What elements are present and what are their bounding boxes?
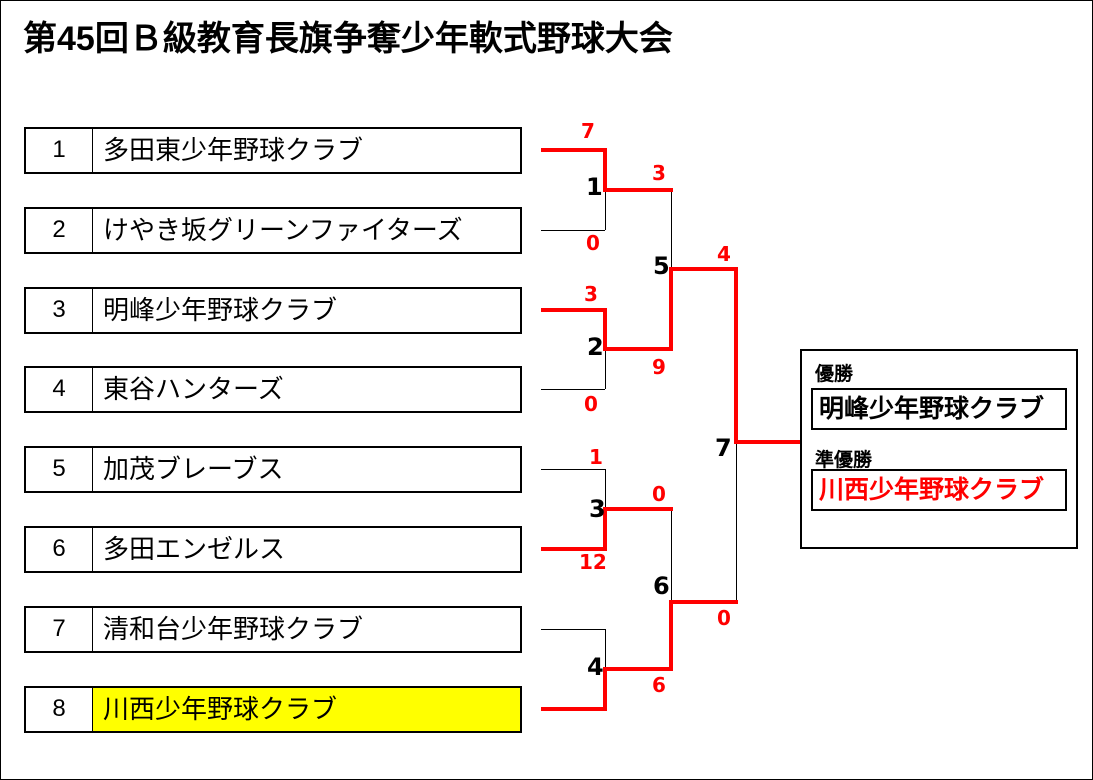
bracket-line-team5-drop — [605, 469, 606, 507]
score-match2-top: 3 — [584, 282, 598, 306]
match-number-1: 1 — [586, 173, 603, 201]
bracket-line-team1-drop — [603, 148, 607, 192]
bracket-line-match5-rise — [669, 267, 673, 351]
score-final-top: 4 — [717, 242, 731, 266]
bracket-line-team1 — [541, 148, 607, 152]
team-seed: 6 — [26, 528, 93, 571]
bracket-line-match6-rise — [669, 600, 673, 671]
score-match2-bottom: 0 — [584, 392, 598, 416]
team-seed: 4 — [26, 368, 93, 411]
bracket-line-team4-rise — [605, 351, 606, 389]
bracket-line-team6-rise — [603, 507, 607, 551]
bracket-line-team2 — [541, 230, 605, 231]
bracket-line-match1-winner — [603, 188, 673, 192]
runner-up-label: 準優勝 — [815, 450, 873, 471]
team-seed: 2 — [26, 209, 93, 252]
team-seed: 5 — [26, 448, 93, 491]
team-row-1: 1 多田東少年野球クラブ — [24, 127, 522, 174]
score-match1-top: 7 — [581, 119, 595, 143]
bracket-line-team3-drop — [603, 308, 607, 351]
team-name: けやき坂グリーンファイターズ — [103, 215, 463, 245]
bracket-line-team3 — [541, 308, 607, 312]
page-title: 第45回Ｂ級教育長旗争奪少年軟式野球大会 — [23, 20, 673, 58]
team-row-2: 2 けやき坂グリーンファイターズ — [24, 207, 522, 254]
bracket-line-match3-winner — [603, 507, 673, 511]
team-seed: 1 — [26, 129, 93, 172]
match-number-3: 3 — [589, 495, 606, 523]
bracket-line-match6-winner — [669, 600, 738, 604]
bracket-line-final-loser-drop — [736, 444, 737, 600]
score-match5-bottom: 9 — [652, 355, 666, 379]
score-match5-top: 3 — [652, 161, 666, 185]
team-name: 多田エンゼルス — [103, 534, 286, 564]
score-final-bottom: 0 — [717, 606, 731, 630]
runner-up-name-box: 川西少年野球クラブ — [811, 469, 1067, 511]
champion-name-box: 明峰少年野球クラブ — [811, 388, 1067, 430]
score-match1-bottom: 0 — [586, 231, 600, 255]
team-row-7: 7 清和台少年野球クラブ — [24, 606, 522, 653]
results-panel: 優勝 明峰少年野球クラブ 準優勝 川西少年野球クラブ — [800, 349, 1078, 549]
match-number-5: 5 — [653, 252, 670, 280]
team-name: 加茂ブレーブス — [103, 454, 284, 484]
bracket-line-team4 — [541, 389, 605, 390]
team-name: 清和台少年野球クラブ — [103, 614, 364, 644]
team-row-4: 4 東谷ハンターズ — [24, 366, 522, 413]
bracket-line-match4-winner — [603, 667, 673, 671]
team-row-3: 3 明峰少年野球クラブ — [24, 287, 522, 334]
bracket-line-match5-winner — [669, 267, 738, 271]
team-name: 多田東少年野球クラブ — [103, 135, 364, 165]
team-row-5: 5 加茂ブレーブス — [24, 446, 522, 493]
bracket-line-team8-rise — [603, 667, 607, 711]
match-number-2: 2 — [587, 333, 604, 361]
bracket-line-match2-winner — [603, 347, 673, 351]
bracket-line-final-drop — [734, 267, 738, 444]
bracket-line-team2-rise — [605, 192, 606, 230]
score-match3-top: 1 — [589, 445, 603, 469]
match-number-7: 7 — [715, 434, 732, 462]
bracket-line-match5-loser-drop — [671, 192, 672, 267]
team-seed: 7 — [26, 608, 93, 651]
bracket-line-team6 — [541, 547, 607, 551]
team-name: 明峰少年野球クラブ — [103, 295, 338, 325]
team-seed: 8 — [26, 688, 93, 731]
bracket-line-match6-loser-drop — [671, 511, 672, 600]
score-match6-top: 0 — [652, 482, 666, 506]
team-name: 川西少年野球クラブ — [93, 688, 520, 731]
match-number-4: 4 — [587, 653, 604, 681]
score-match6-bottom: 6 — [652, 673, 666, 697]
match-number-6: 6 — [653, 572, 670, 600]
bracket-line-team5 — [541, 469, 605, 470]
score-match3-bottom: 12 — [579, 550, 607, 574]
team-seed: 3 — [26, 289, 93, 332]
team-row-8: 8 川西少年野球クラブ — [24, 686, 522, 733]
team-row-6: 6 多田エンゼルス — [24, 526, 522, 573]
bracket-line-team7-drop — [605, 629, 606, 667]
bracket-line-team7 — [541, 629, 605, 630]
bracket-line-team8 — [541, 707, 607, 711]
bracket-line-final-winner — [734, 440, 801, 444]
champion-label: 優勝 — [815, 364, 854, 385]
team-name: 東谷ハンターズ — [103, 374, 284, 404]
